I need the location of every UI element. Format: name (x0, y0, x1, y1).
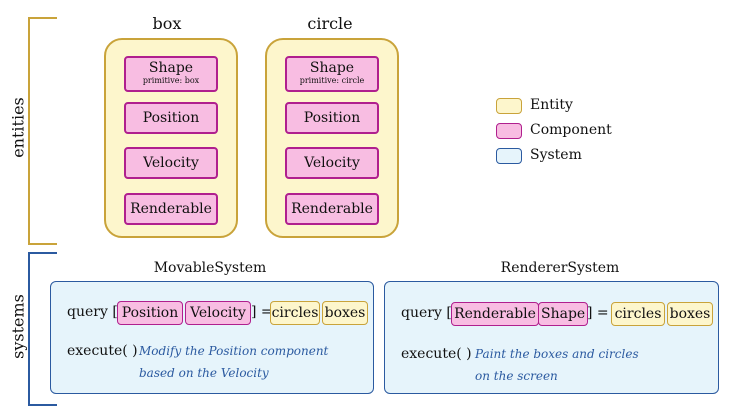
component-sublabel: primitive: circle (299, 76, 365, 85)
system-title-renderer: RendererSystem (500, 260, 620, 276)
query-result-boxes: boxes (667, 302, 713, 326)
execute-label: execute( ) (67, 343, 138, 359)
system-title-movable: MovableSystem (153, 260, 267, 276)
legend-label: Component (530, 122, 612, 138)
systems-bracket (28, 252, 57, 406)
legend-label: Entity (530, 97, 573, 113)
query-result-circles: circles (611, 302, 665, 326)
component-label: Shape (148, 60, 194, 76)
legend-swatch-system (496, 148, 522, 164)
component-position: Position (285, 102, 379, 134)
entity-name-circle: circle (307, 14, 353, 33)
execute-description: Modify the Position component based on t… (139, 344, 329, 380)
component-shape: Shape primitive: box (124, 56, 218, 92)
query-result-circles: circles (270, 301, 320, 325)
query-component-position: Position (117, 301, 183, 325)
component-label: Shape (309, 60, 355, 76)
legend-swatch-entity (496, 98, 522, 114)
execute-label: execute( ) (401, 346, 472, 362)
legend-swatch-component (496, 123, 522, 139)
component-renderable: Renderable (285, 193, 379, 225)
component-renderable: Renderable (124, 193, 218, 225)
entity-circle: Shape primitive: circle Position Velocit… (265, 38, 399, 238)
query-component-renderable: Renderable (451, 302, 539, 326)
query-result-boxes: boxes (322, 301, 368, 325)
component-velocity: Velocity (124, 147, 218, 179)
entities-bracket (28, 17, 57, 245)
query-component-velocity: Velocity (185, 301, 251, 325)
query-label: query [ (67, 304, 118, 320)
component-position: Position (124, 102, 218, 134)
entity-box: Shape primitive: box Position Velocity R… (104, 38, 238, 238)
entity-name-box: box (152, 14, 182, 33)
query-close: ] = (251, 304, 273, 320)
component-shape: Shape primitive: circle (285, 56, 379, 92)
systems-label: systems (8, 294, 28, 359)
legend-label: System (530, 147, 582, 163)
query-close: ] = (587, 305, 609, 321)
query-component-shape: Shape (538, 302, 588, 326)
component-velocity: Velocity (285, 147, 379, 179)
execute-description: Paint the boxes and circles on the scree… (475, 347, 639, 383)
system-movable: query [ Position Velocity ] = circles bo… (50, 281, 374, 394)
entities-label: entities (8, 97, 28, 158)
system-renderer: query [ Renderable Shape ] = circles box… (384, 281, 719, 394)
component-sublabel: primitive: box (142, 76, 200, 85)
query-label: query [ (401, 305, 452, 321)
